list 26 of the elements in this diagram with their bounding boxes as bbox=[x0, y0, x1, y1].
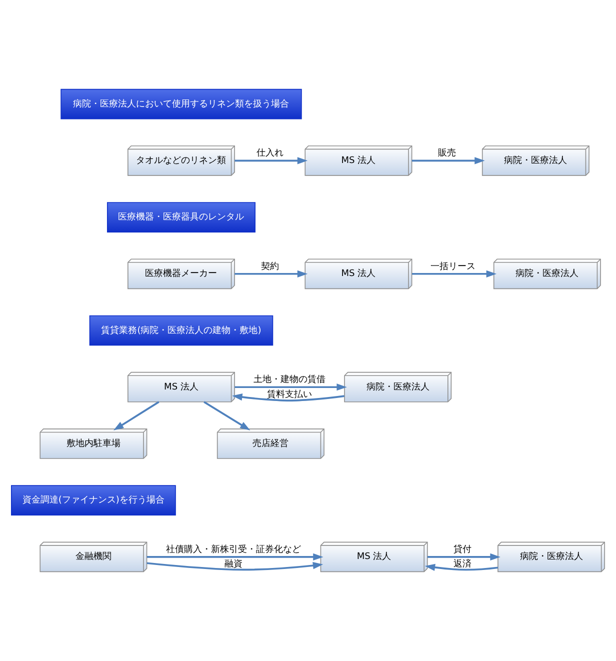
arrow bbox=[412, 157, 485, 164]
arrow bbox=[204, 401, 250, 430]
arrow bbox=[412, 270, 497, 278]
arrow bbox=[146, 553, 324, 561]
edge-label: 社債購入・新株引受・証券化など bbox=[166, 544, 302, 555]
edge-label: 一括リース bbox=[430, 262, 476, 272]
arrow bbox=[427, 553, 500, 561]
edge-label: 貸付 bbox=[454, 544, 472, 555]
arrow bbox=[113, 401, 160, 430]
edge-label: 土地・建物の賃借 bbox=[254, 375, 326, 386]
edge-label: 賃料支払い bbox=[267, 390, 312, 400]
edge-label: 仕入れ bbox=[256, 148, 284, 159]
node-box: 資金調達(ファイナンス)を行う場合 bbox=[11, 485, 176, 516]
edge-label: 融資 bbox=[224, 560, 243, 570]
node-box: 賃貸業務(病院・医療法人の建物・敷地) bbox=[89, 315, 274, 346]
arrow bbox=[232, 394, 344, 402]
edge-label: 販売 bbox=[438, 148, 456, 159]
arrow bbox=[424, 564, 498, 571]
arrow bbox=[234, 270, 308, 278]
arrow bbox=[234, 384, 347, 391]
edge-label: 契約 bbox=[260, 262, 279, 272]
edge-label: 返済 bbox=[454, 560, 472, 570]
node-box: 病院・医療法人において使用するリネン類を扱う場合 bbox=[60, 88, 302, 120]
arrow bbox=[234, 157, 308, 164]
node-box: 医療機器・医療器具のレンタル bbox=[106, 202, 256, 232]
arrow bbox=[146, 562, 324, 571]
